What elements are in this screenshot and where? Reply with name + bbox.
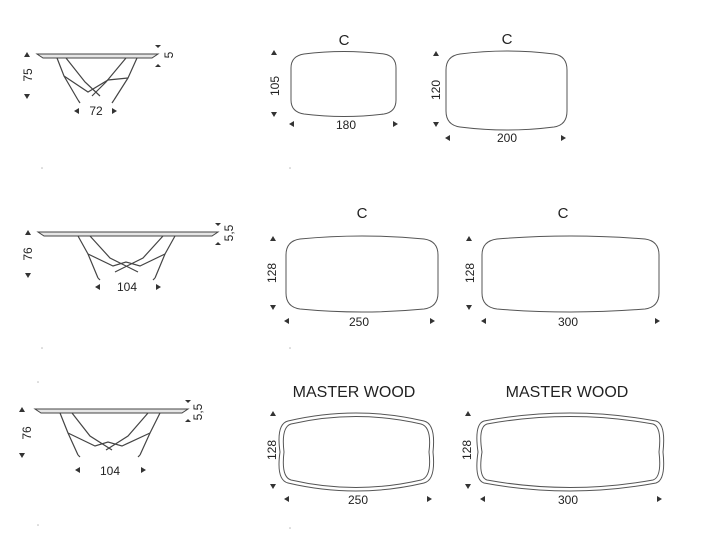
tabletop-outline-row-1-b [445, 50, 568, 131]
thickness-label-row-3: 5,5 [191, 403, 205, 420]
tabletop-outline-row-1-a [290, 51, 397, 117]
shape-label-row-1-a: C [339, 32, 350, 49]
registration-dots [37, 167, 291, 529]
shape-label-row-2-a: C [357, 205, 368, 222]
shape-label-row-2-b: C [558, 205, 569, 222]
tabletop-outline-row-3-a [278, 412, 435, 492]
width-label-row-3-a: 250 [348, 493, 368, 507]
shape-label-row-1-b: C [502, 31, 513, 48]
depth-label-row-3-a: 128 [265, 440, 279, 460]
tabletop-outline-row-2-a [285, 235, 439, 313]
width-label-row-2-a: 250 [349, 315, 369, 329]
shape-label-row-3-b: MASTER WOOD [506, 384, 629, 401]
height-label-row-1: 75 [21, 68, 35, 82]
base-width-label-row-3: 104 [100, 464, 120, 478]
depth-label-row-1-a: 105 [268, 76, 282, 96]
side-view-row-1 [24, 45, 161, 114]
width-label-row-2-b: 300 [558, 315, 578, 329]
depth-label-row-2-b: 128 [463, 263, 477, 283]
shape-label-row-3-a: MASTER WOOD [293, 384, 416, 401]
side-view-row-2 [25, 223, 221, 290]
depth-label-row-3-b: 128 [460, 440, 474, 460]
side-view-row-3 [19, 400, 191, 473]
tabletop-inner-outline-row-3-b [480, 416, 661, 488]
depth-label-row-2-a: 128 [265, 263, 279, 283]
height-label-row-2: 76 [21, 247, 35, 261]
thickness-label-row-1: 5 [162, 51, 176, 58]
tabletop-outline-row-3-b [476, 412, 665, 492]
tabletop-inner-outline-row-3-a [282, 416, 431, 488]
height-label-row-3: 76 [20, 426, 34, 440]
width-label-row-3-b: 300 [558, 493, 578, 507]
width-label-row-1-a: 180 [336, 118, 356, 132]
base-width-label-row-2: 104 [117, 280, 137, 294]
base-width-label-row-1: 72 [89, 104, 103, 118]
depth-label-row-1-b: 120 [429, 80, 443, 100]
width-label-row-1-b: 200 [497, 131, 517, 145]
tabletop-outline-row-2-b [481, 235, 660, 313]
thickness-label-row-2: 5,5 [222, 224, 236, 241]
